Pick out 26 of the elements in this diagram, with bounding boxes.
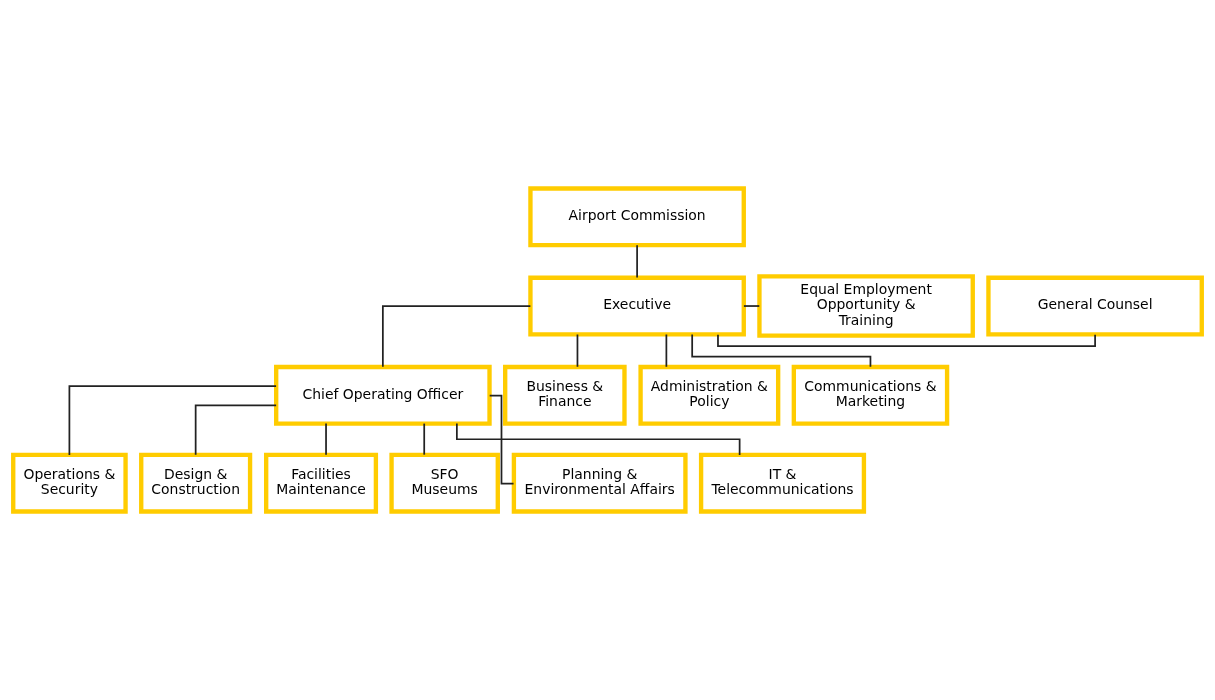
node-box: Chief Operating Officer xyxy=(274,364,492,426)
connector xyxy=(717,333,1096,347)
node-box: Facilities Maintenance xyxy=(264,452,379,514)
node-box: SFO Museums xyxy=(389,452,500,514)
node-box: Airport Commission xyxy=(528,186,746,248)
connector xyxy=(743,305,761,307)
node-box: IT & Telecommunications xyxy=(698,452,867,514)
connector xyxy=(636,244,638,279)
connector xyxy=(488,394,515,485)
node-box: Planning & Environmental Affairs xyxy=(511,452,688,514)
node-box: Administration & Policy xyxy=(638,364,781,426)
node-box: General Counsel xyxy=(986,275,1204,337)
connector xyxy=(665,333,668,368)
connector xyxy=(325,422,327,456)
node-box: Design & Construction xyxy=(139,452,253,514)
node-box: Business & Finance xyxy=(503,364,627,426)
connector xyxy=(382,305,532,368)
node-box: Operations & Security xyxy=(11,452,128,514)
connector xyxy=(194,404,277,456)
connector xyxy=(423,422,426,456)
connector xyxy=(576,333,579,368)
node-box: Equal Employment Opportunity & Training xyxy=(757,274,975,338)
connector xyxy=(691,333,872,368)
node-box: Executive xyxy=(528,275,746,337)
connector xyxy=(68,385,277,456)
node-box: Communications & Marketing xyxy=(791,364,950,426)
